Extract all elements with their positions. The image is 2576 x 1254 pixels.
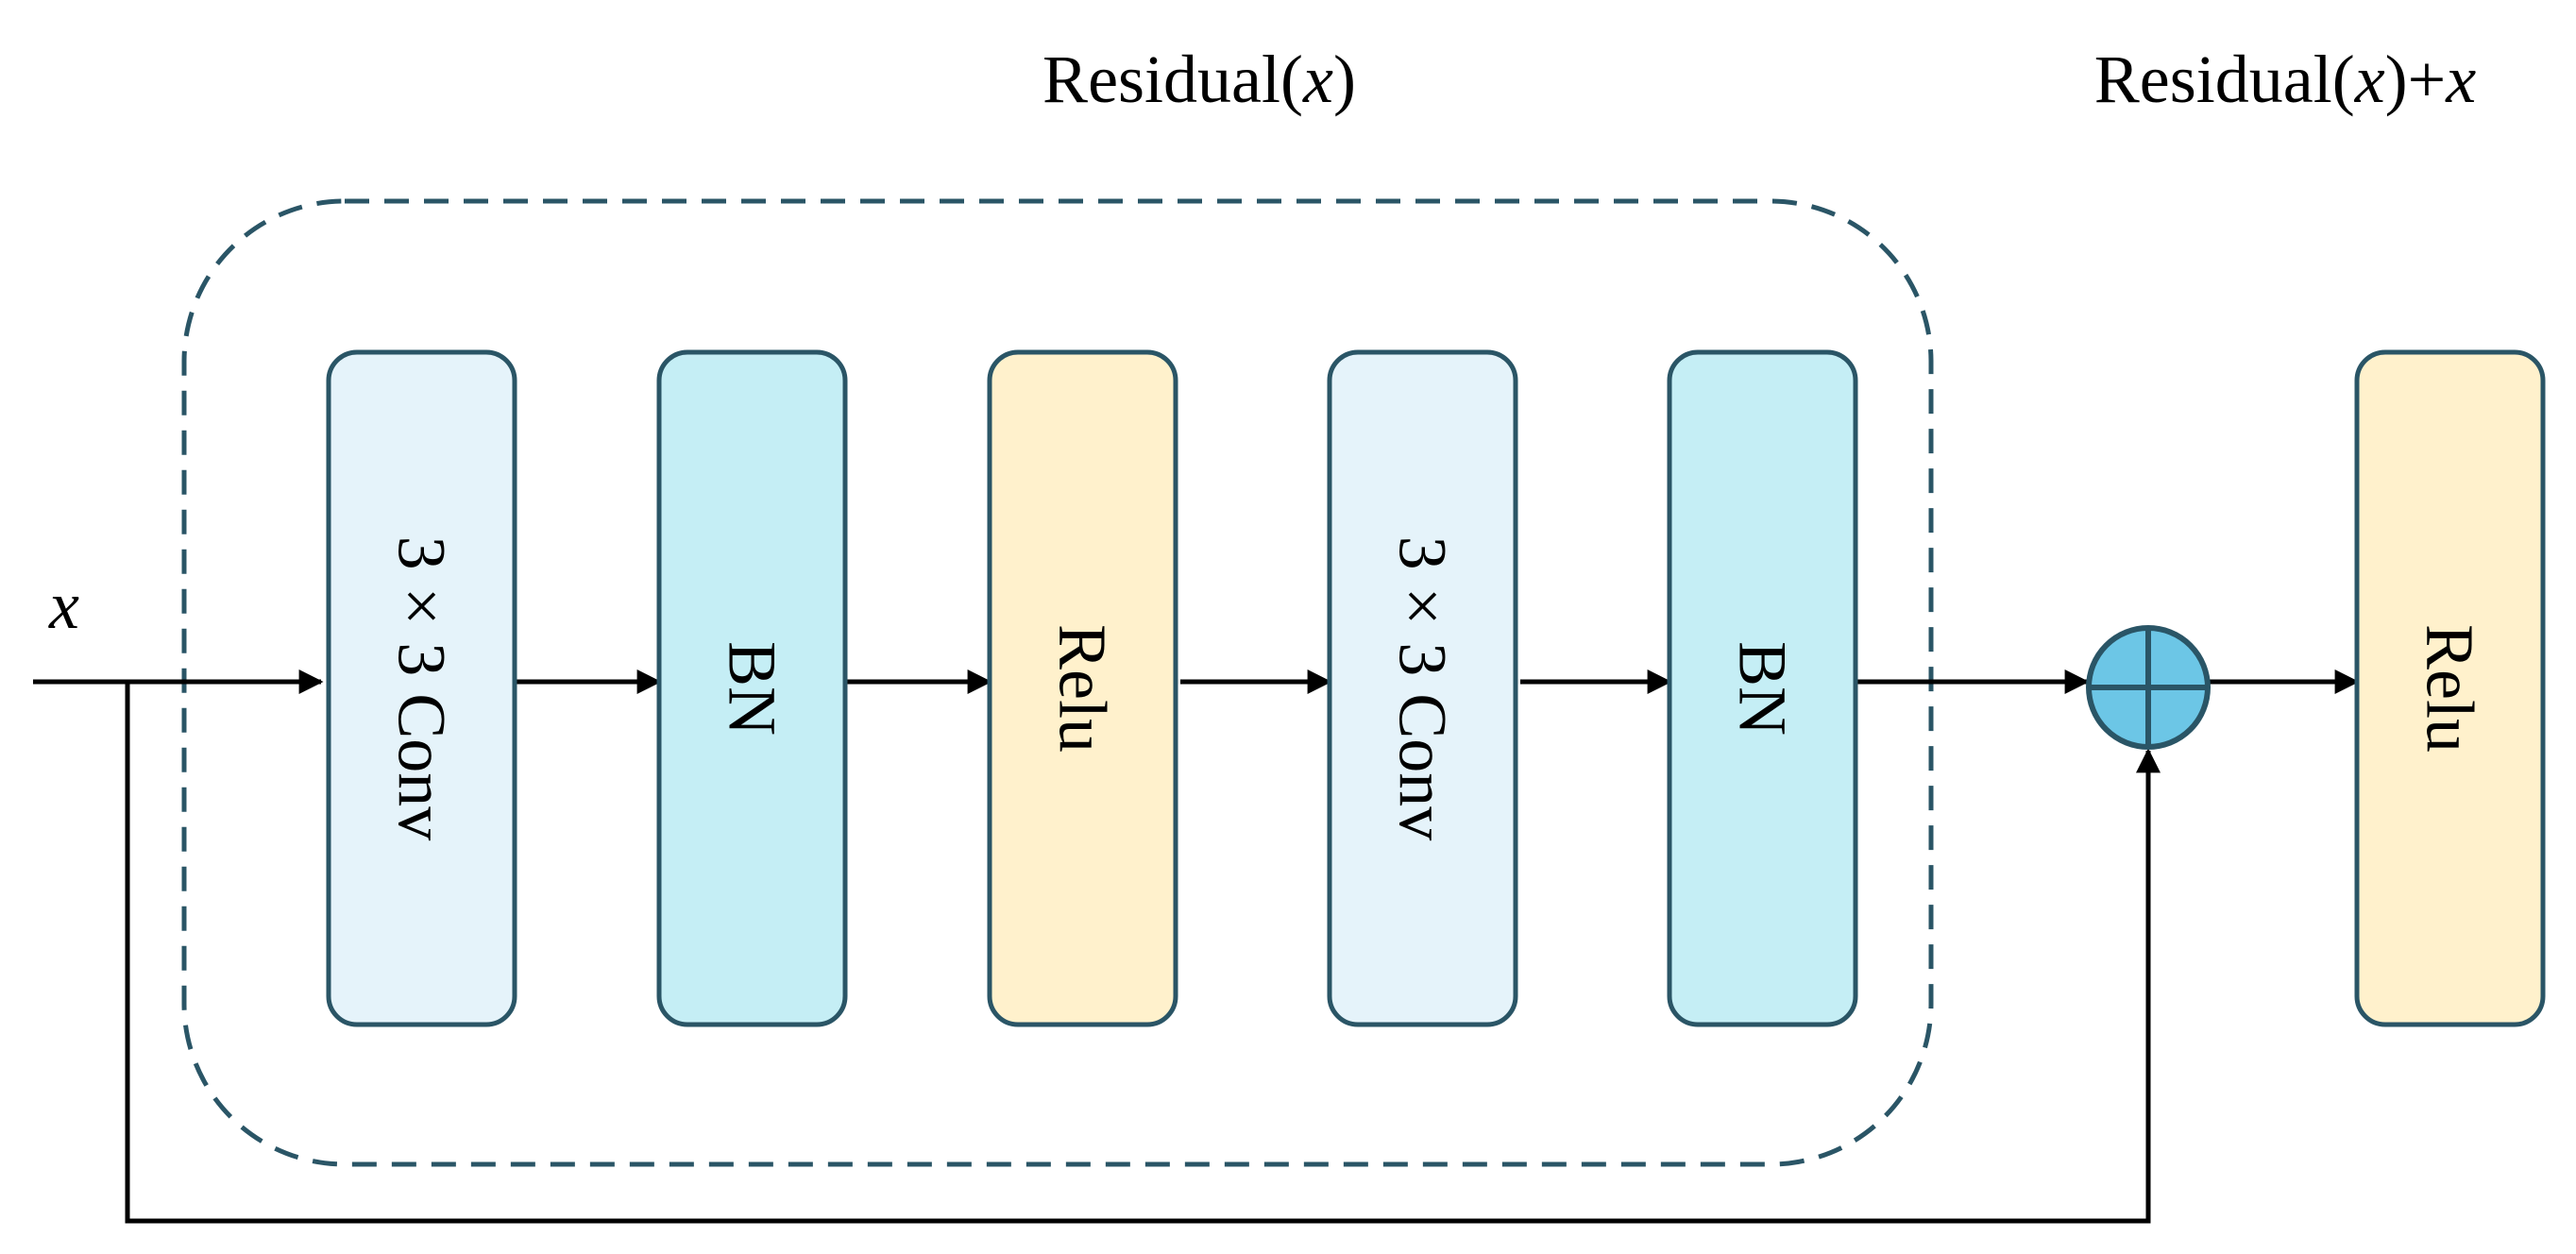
relu2-block: Relu <box>2354 349 2546 1027</box>
block-label: 3 × 3 Conv <box>1385 536 1461 841</box>
bn2-block: BN <box>1667 349 1858 1027</box>
block-box <box>1667 349 1858 1027</box>
block-label: Relu <box>2413 624 2488 753</box>
residual-title: Residual(x) <box>1042 42 1356 117</box>
skip-connection <box>125 682 2161 1224</box>
block-label: 3 × 3 Conv <box>384 536 460 841</box>
input-label: x <box>48 568 79 643</box>
block-box <box>987 349 1178 1027</box>
residual-sum-title: Residual(x)+x <box>2094 42 2477 117</box>
bn1-block: BN <box>656 349 848 1027</box>
conv1-block: 3 × 3 Conv <box>326 349 517 1027</box>
block-label: BN <box>1725 641 1801 736</box>
block-box <box>326 349 517 1027</box>
block-box <box>2354 349 2546 1027</box>
conv2-block: 3 × 3 Conv <box>1327 349 1518 1027</box>
relu1-block: Relu <box>987 349 1178 1027</box>
blocks-group: 3 × 3 Conv BN Relu 3 × 3 Conv BN Relu <box>326 349 2546 1027</box>
adder-node <box>2086 625 2211 750</box>
block-box <box>1327 349 1518 1027</box>
block-box <box>656 349 848 1027</box>
block-label: Relu <box>1045 624 1121 753</box>
block-label: BN <box>715 641 790 736</box>
